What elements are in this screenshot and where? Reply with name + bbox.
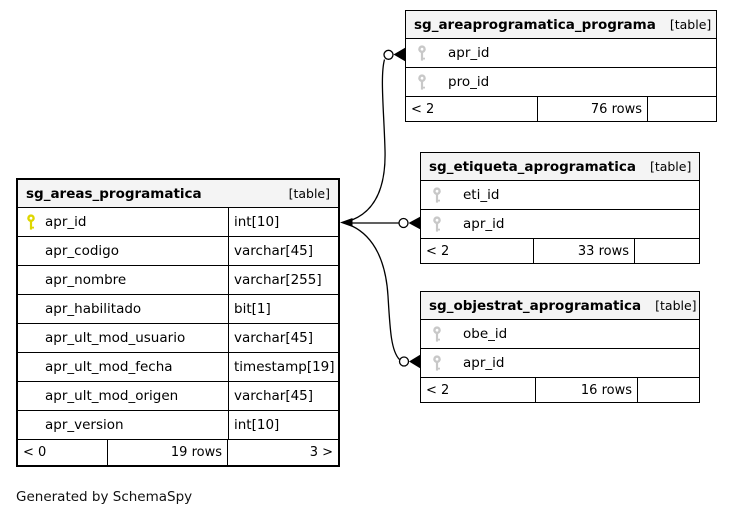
zero-or-one-dot	[398, 217, 409, 229]
edge-bottom	[351, 225, 400, 360]
key-spacer	[26, 330, 36, 347]
generated-by-label: Generated by SchemaSpy	[16, 489, 193, 505]
table-name: sg_areaprogramatica_programa	[414, 16, 656, 33]
index-key-icon	[432, 215, 442, 233]
column-type: varchar[45]	[228, 382, 338, 410]
column-row: apr_codigo varchar[45]	[18, 237, 338, 266]
row-count: 76 rows	[537, 97, 647, 121]
table-badge: [table]	[655, 298, 697, 313]
index-key-icon	[417, 44, 427, 62]
primary-key-icon	[26, 213, 36, 231]
column-row: eti_id	[421, 181, 699, 210]
parents-count	[647, 97, 716, 121]
column-row: apr_habilitado bit[1]	[18, 295, 338, 324]
key-spacer	[26, 388, 36, 405]
child-arrowhead-bottom	[409, 354, 421, 369]
column-type: int[10]	[228, 208, 338, 236]
column-name: apr_ult_mod_origen	[45, 388, 179, 404]
column-name: apr_habilitado	[45, 301, 142, 317]
column-name: apr_id	[448, 45, 490, 61]
table-stats: < 0 19 rows 3 >	[18, 440, 338, 465]
column-name: apr_version	[45, 417, 124, 433]
parent-arrowhead	[340, 218, 353, 227]
table-badge: [table]	[669, 17, 712, 32]
key-spacer	[26, 359, 36, 376]
column-type: bit[1]	[228, 295, 338, 323]
edge-top	[351, 59, 386, 221]
table-badge: [table]	[649, 159, 692, 174]
column-name: apr_id	[463, 216, 505, 232]
column-name: obe_id	[463, 326, 508, 342]
row-count: 33 rows	[533, 239, 634, 263]
column-row: apr_id	[421, 349, 699, 378]
row-count: 16 rows	[535, 378, 637, 402]
column-name: apr_ult_mod_fecha	[45, 359, 173, 375]
zero-or-one-dot	[398, 356, 410, 367]
column-name: apr_id	[463, 355, 505, 371]
column-name: pro_id	[448, 74, 490, 90]
table-sg-areas-programatica[interactable]: sg_areas_programatica [table] apr_id int…	[16, 178, 340, 467]
key-spacer	[26, 243, 36, 260]
child-arrowhead-top	[393, 47, 406, 62]
row-count: 19 rows	[107, 440, 227, 465]
column-name: eti_id	[463, 187, 500, 203]
children-count: < 2	[426, 382, 450, 398]
column-row: apr_ult_mod_usuario varchar[45]	[18, 324, 338, 353]
child-arrowhead-middle	[408, 216, 421, 230]
index-key-icon	[417, 73, 427, 91]
table-sg-objestrat-aprogramatica[interactable]: sg_objestrat_aprogramatica [table] obe_i…	[420, 291, 700, 403]
index-key-icon	[432, 325, 442, 343]
column-name: apr_codigo	[45, 243, 119, 259]
column-type: int[10]	[228, 411, 338, 439]
column-type: timestamp[19]	[228, 353, 338, 381]
table-name: sg_etiqueta_aprogramatica	[429, 158, 636, 175]
column-row: obe_id	[421, 320, 699, 349]
column-row: apr_ult_mod_origen varchar[45]	[18, 382, 338, 411]
table-sg-etiqueta-aprogramatica[interactable]: sg_etiqueta_aprogramatica [table] eti_id	[420, 152, 700, 264]
column-row: apr_id	[406, 39, 716, 68]
key-spacer	[26, 417, 36, 434]
children-count: < 0	[23, 445, 47, 460]
column-name: apr_ult_mod_usuario	[45, 330, 186, 346]
index-key-icon	[432, 354, 442, 372]
column-name: apr_id	[45, 214, 87, 230]
children-count: < 2	[411, 101, 435, 117]
table-sg-areaprogramatica-programa[interactable]: sg_areaprogramatica_programa [table] apr…	[405, 10, 717, 122]
key-spacer	[26, 301, 36, 318]
parents-count	[637, 378, 699, 402]
table-stats: < 2 33 rows	[421, 239, 699, 263]
column-row: apr_version int[10]	[18, 411, 338, 440]
table-name: sg_areas_programatica	[26, 185, 202, 202]
children-count: < 2	[426, 243, 450, 259]
table-stats: < 2 76 rows	[406, 97, 716, 121]
table-header: sg_areas_programatica [table]	[18, 180, 338, 208]
column-name: apr_nombre	[45, 272, 127, 288]
table-header: sg_objestrat_aprogramatica [table]	[421, 292, 699, 320]
table-badge: [table]	[288, 186, 330, 201]
table-stats: < 2 16 rows	[421, 378, 699, 402]
table-header: sg_areaprogramatica_programa [table]	[406, 11, 716, 39]
table-header: sg_etiqueta_aprogramatica [table]	[421, 153, 699, 181]
zero-or-one-dot	[383, 49, 394, 60]
key-spacer	[26, 272, 36, 289]
table-name: sg_objestrat_aprogramatica	[429, 297, 642, 314]
column-row: apr_ult_mod_fecha timestamp[19]	[18, 353, 338, 382]
column-type: varchar[45]	[228, 237, 338, 265]
column-row: apr_id int[10]	[18, 208, 338, 237]
column-type: varchar[45]	[228, 324, 338, 352]
column-type: varchar[255]	[228, 266, 338, 294]
index-key-icon	[432, 186, 442, 204]
parents-count	[634, 239, 699, 263]
column-row: apr_id	[421, 210, 699, 239]
column-row: apr_nombre varchar[255]	[18, 266, 338, 295]
column-row: pro_id	[406, 68, 716, 97]
parents-count: 3 >	[227, 440, 338, 465]
